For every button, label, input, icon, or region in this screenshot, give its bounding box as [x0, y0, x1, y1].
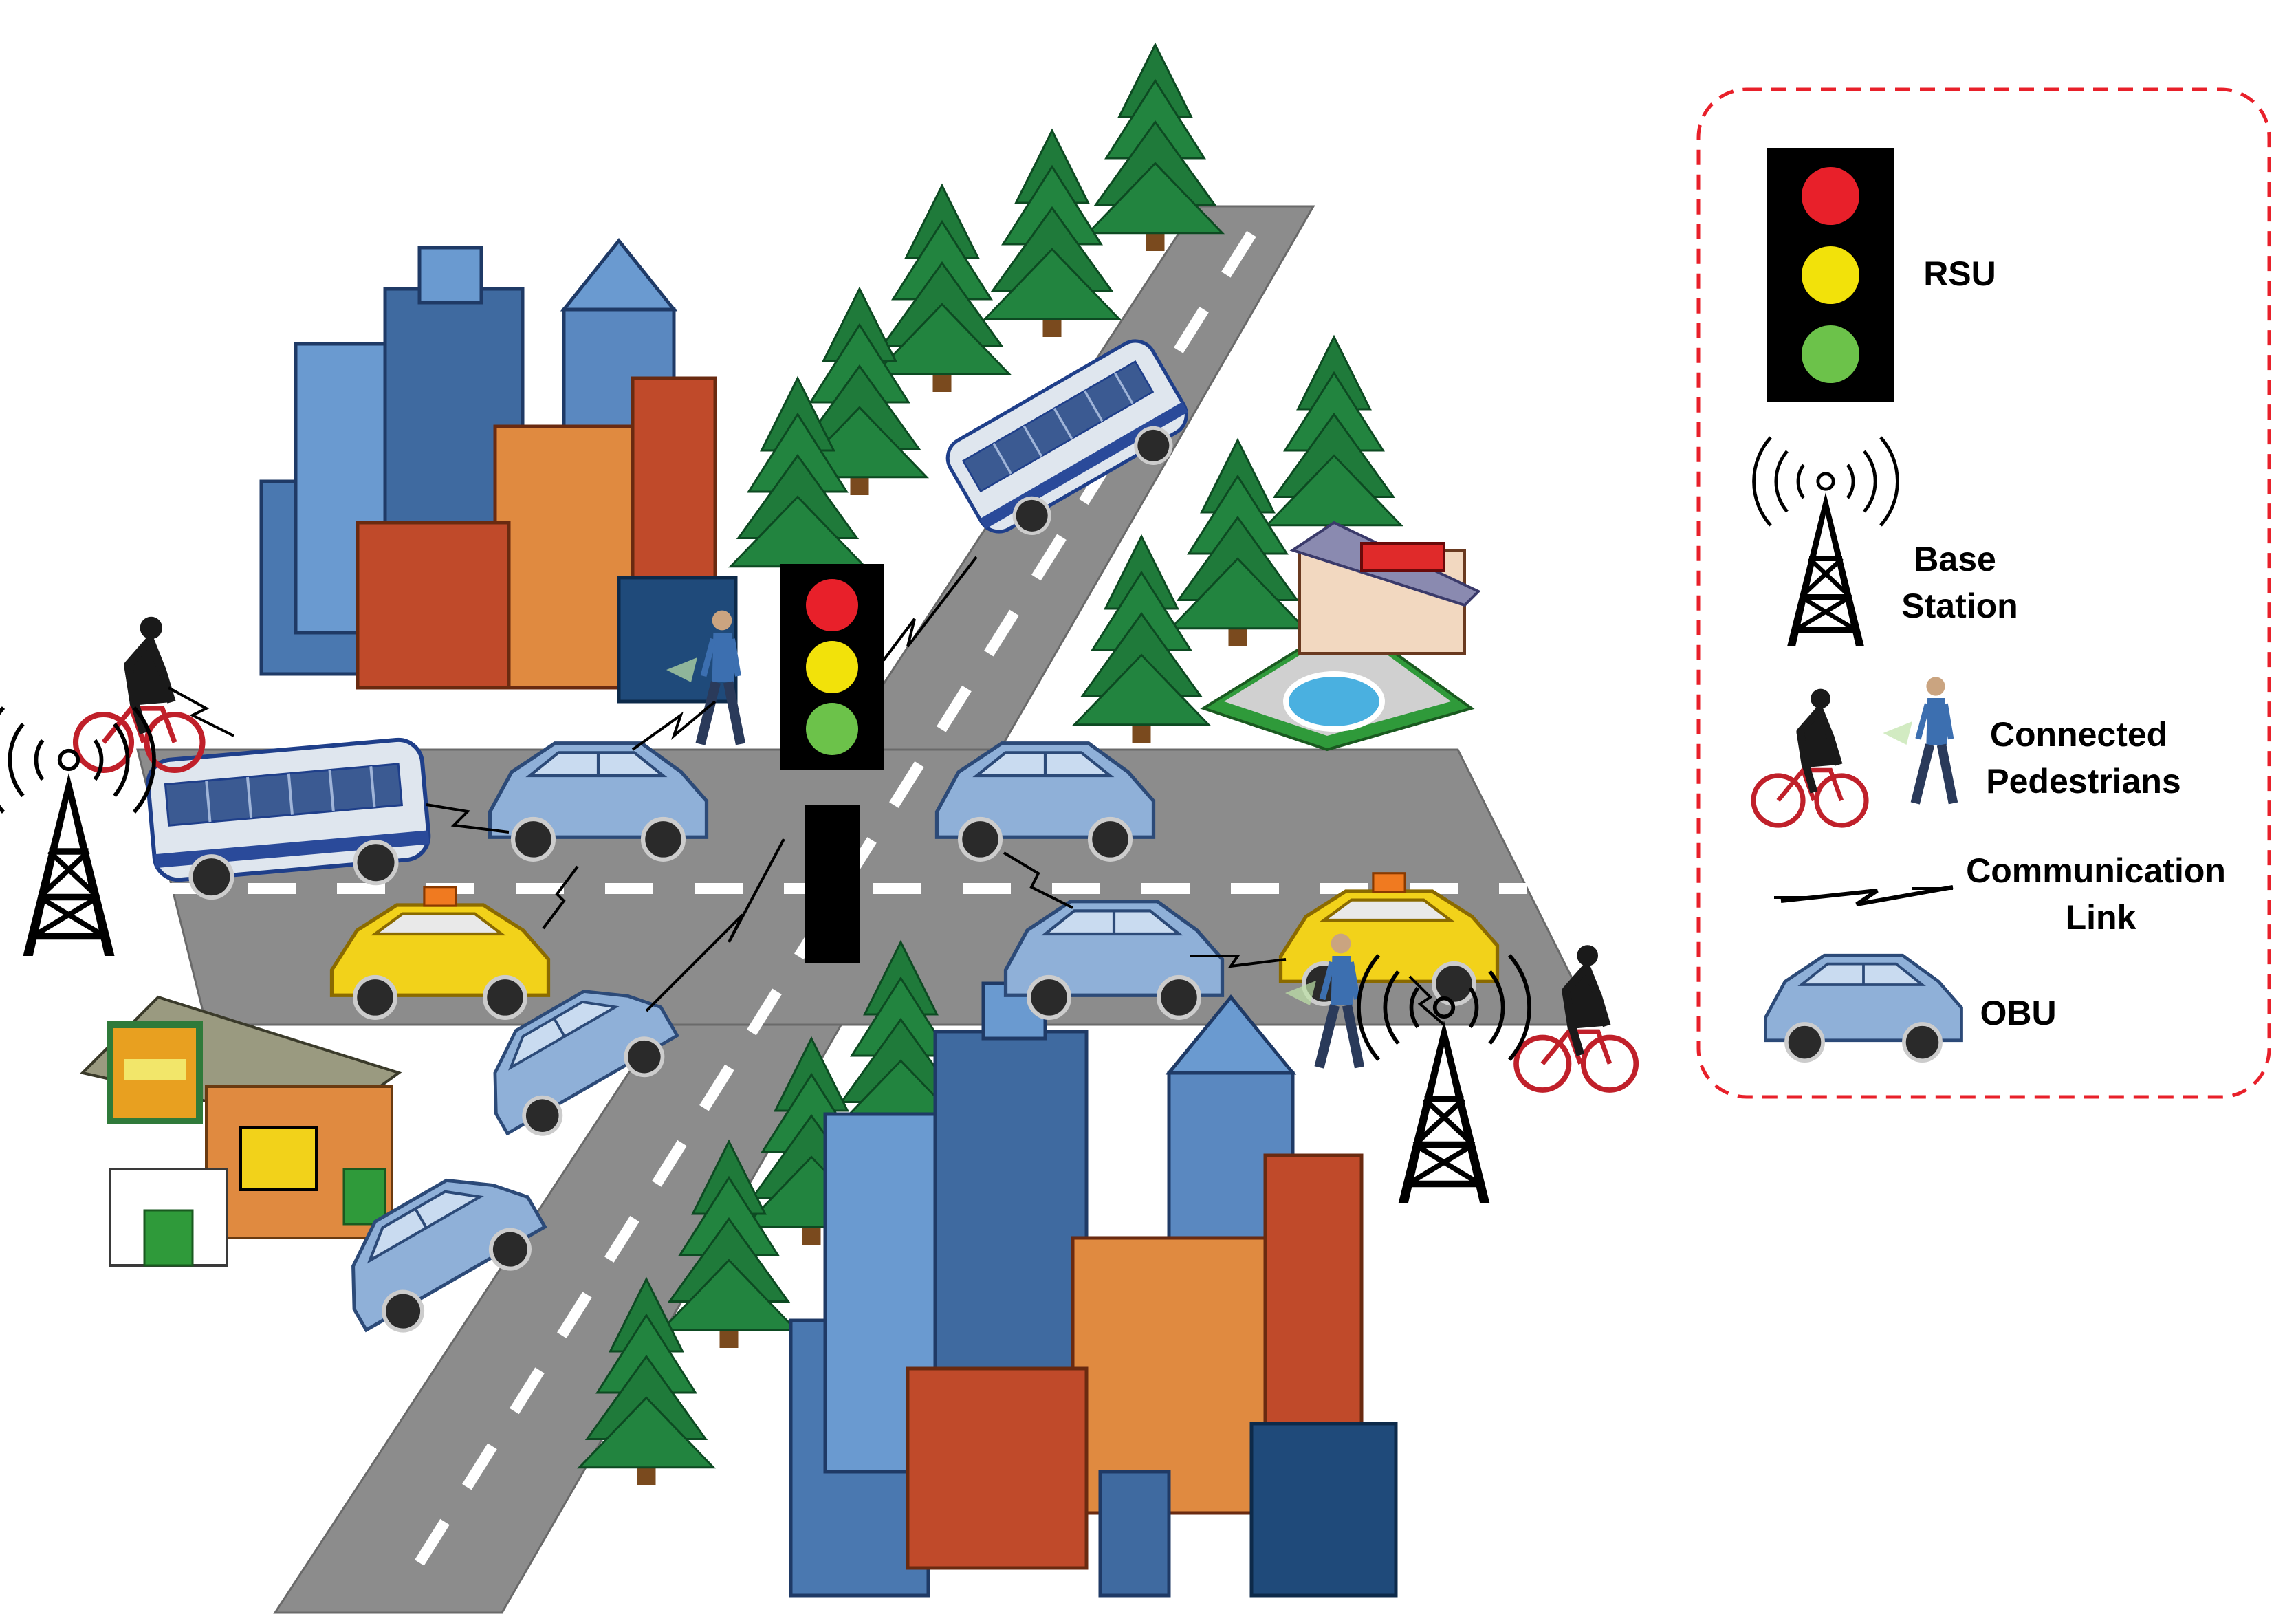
legend-label-obu: OBU	[1980, 994, 2056, 1032]
lightning-link-icon	[1774, 885, 1954, 906]
motel-with-pool	[1200, 521, 1481, 752]
tree-icon	[1170, 439, 1306, 648]
legend-pedestrians-line-2: Pedestrians	[1986, 762, 2180, 800]
legend-label-rsu: RSU	[1923, 254, 1996, 293]
traffic-light-icon	[1767, 148, 1894, 402]
link-car-car	[1003, 851, 1073, 909]
rsu-traffic-light	[780, 564, 884, 963]
link-bus-car	[426, 803, 510, 834]
link-taxi-tower	[1408, 975, 1445, 1026]
traffic-light-icon	[780, 564, 884, 770]
legend-rsu-line-1: RSU	[1923, 254, 1996, 293]
legend-label-connected-pedestrians: Connected Pedestrians	[1986, 715, 2180, 800]
link-cyclist-bus	[168, 686, 234, 737]
link-car-taxi-right	[1190, 955, 1287, 968]
cyclist-icon	[76, 617, 203, 770]
legend: RSU Base Station Connected Pedestrians C…	[1696, 87, 2271, 1099]
legend-obu-line-1: OBU	[1980, 994, 2056, 1032]
communication-links	[168, 556, 1445, 1026]
link-car-pedestrian	[631, 700, 717, 751]
legend-label-communication-link: Communication Link	[1966, 851, 2235, 937]
legend-base-station-line-2: Station	[1901, 587, 2018, 625]
legend-link-line-2: Link	[2066, 898, 2136, 937]
tree-icon	[1266, 336, 1402, 545]
legend-base-station-line-1: Base	[1914, 540, 1996, 578]
gas-station	[80, 995, 402, 1267]
link-rsu-car	[645, 838, 785, 1012]
link-car-taxi	[542, 865, 579, 930]
city-bottom	[789, 981, 1398, 1598]
link-rsu-bus	[882, 556, 978, 662]
legend-link-line-1: Communication	[1966, 851, 2226, 890]
tree-icon	[1087, 43, 1223, 252]
legend-pedestrians-line-1: Connected	[1990, 715, 2167, 754]
legend-label-base-station: Base Station	[1901, 540, 2018, 625]
city-top-left	[259, 237, 738, 704]
